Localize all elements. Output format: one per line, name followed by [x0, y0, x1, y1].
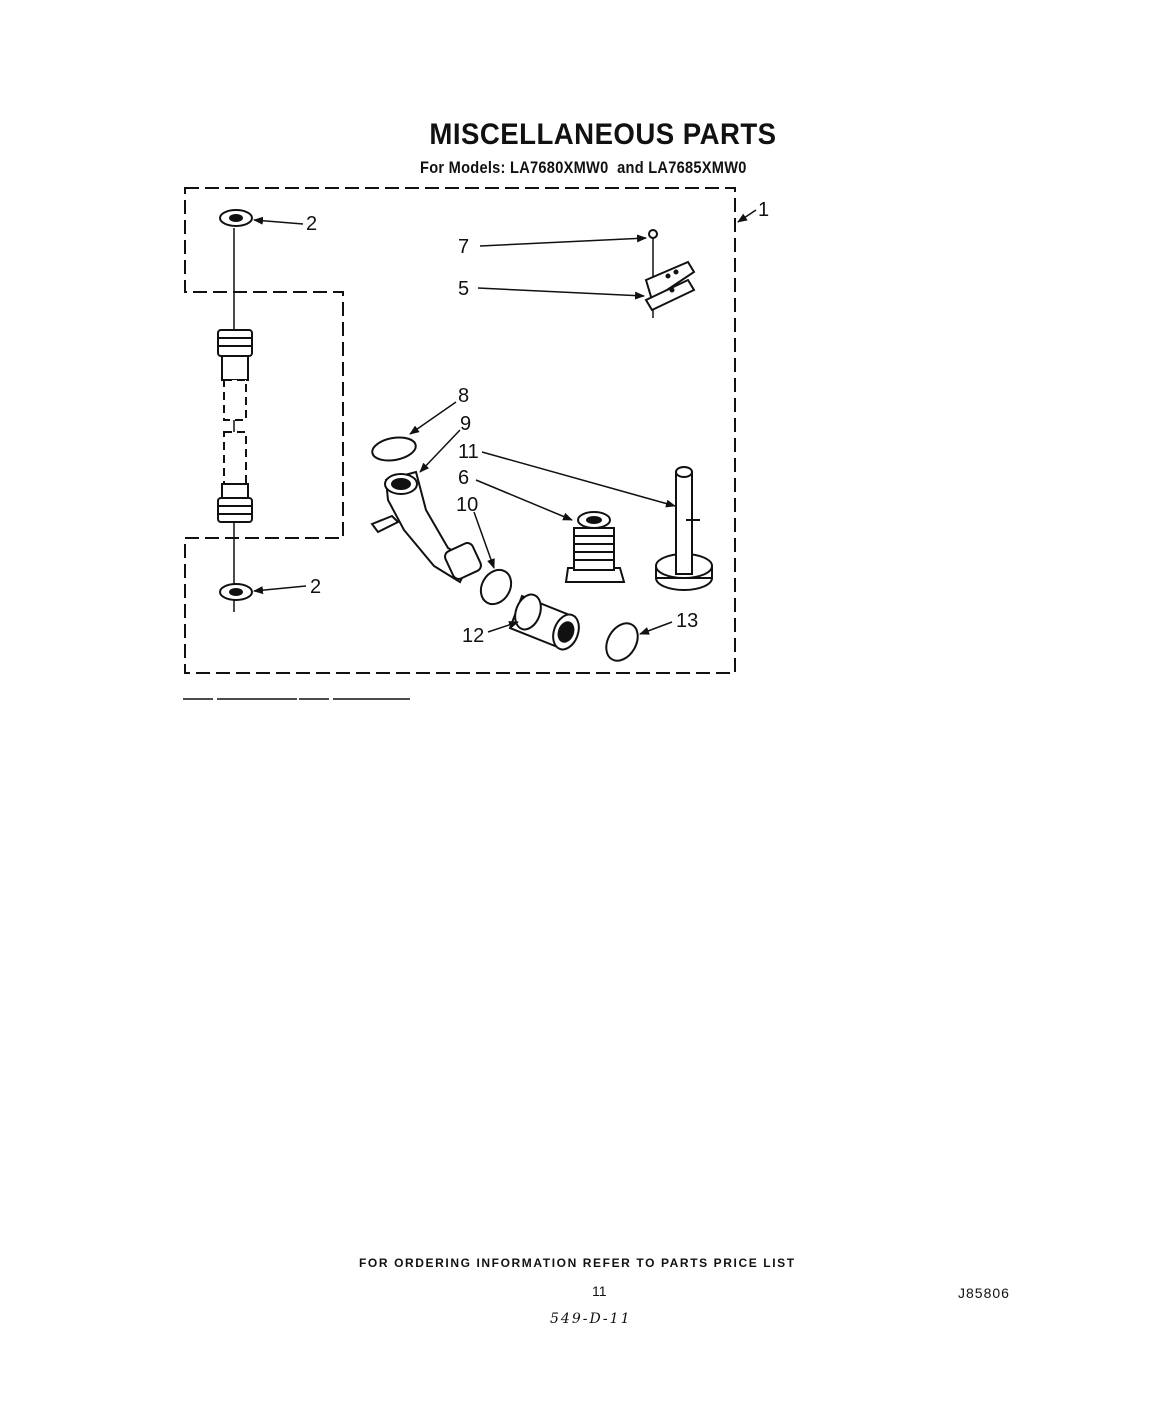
kit-boundary [184, 187, 736, 674]
subtitle-prefix: For Models: [420, 158, 506, 177]
drain-hose-parts [370, 436, 513, 606]
clamp-13 [605, 622, 639, 662]
handwritten-note: 549-D-11 [550, 1311, 632, 1327]
callout-5: 5 [458, 278, 469, 300]
model-number-1: LA7680XMW0 [510, 158, 609, 177]
model-number-2: LA7685XMW0 [648, 158, 747, 177]
callout-6: 6 [458, 467, 469, 489]
callout-12: 12 [462, 625, 484, 647]
callout-10: 10 [456, 494, 478, 516]
model-subtitle: For Models: LA7680XMW0 and LA7685XMW0 [420, 158, 747, 178]
callout-7: 7 [458, 236, 469, 258]
ring-8 [371, 436, 417, 462]
screw-and-clip [644, 229, 696, 318]
page-title: MISCELLANEOUS PARTS [429, 118, 777, 151]
page-number: 11 [592, 1283, 607, 1299]
callout-8: 8 [458, 385, 469, 407]
document-code: J85806 [958, 1285, 1010, 1301]
ordering-note: FOR ORDERING INFORMATION REFER TO PARTS … [359, 1256, 796, 1270]
grommet-6 [564, 511, 626, 583]
subtitle-conjunction: and [617, 158, 644, 177]
callout-2-bottom: 2 [310, 576, 321, 598]
callout-9: 9 [460, 413, 471, 435]
fill-hose-assembly [217, 209, 253, 612]
leader-lines [253, 209, 757, 635]
connector-12 [508, 593, 639, 662]
ring-10 [479, 568, 513, 606]
callout-2-top: 2 [306, 213, 317, 235]
callout-11: 11 [458, 441, 479, 463]
callout-13: 13 [676, 610, 698, 632]
standpipe-11 [655, 466, 713, 591]
callout-1: 1 [758, 199, 769, 221]
